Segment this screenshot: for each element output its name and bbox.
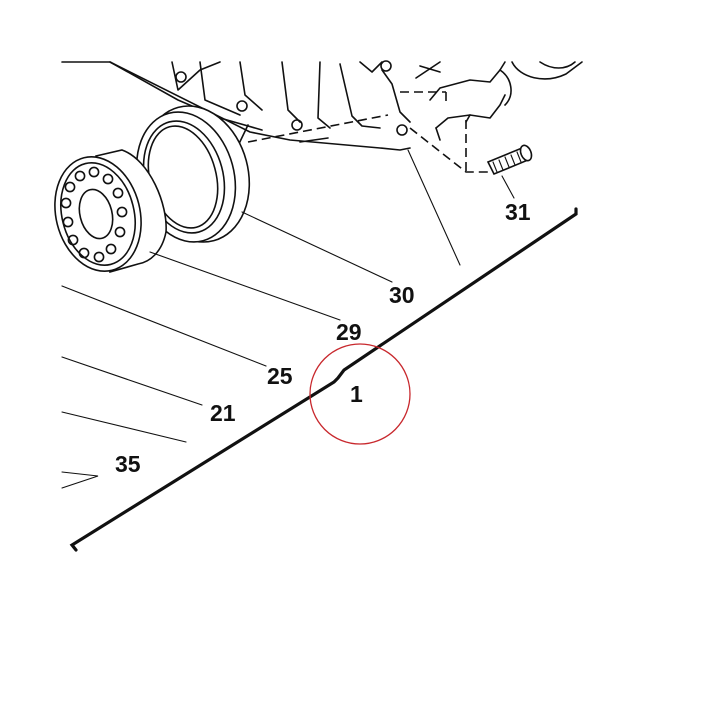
leader-unlabeled — [61, 411, 187, 443]
bolt-31 — [486, 144, 533, 199]
roller-bearing-29 — [54, 149, 341, 321]
leader-35-arrow — [61, 471, 99, 489]
callout-1: 1 — [350, 381, 363, 407]
housing-casting — [61, 60, 583, 266]
highlight-ring — [309, 343, 411, 445]
callout-30: 30 — [389, 282, 415, 308]
leader-21 — [61, 356, 203, 406]
callout-21: 21 — [210, 400, 236, 426]
main-edge — [69, 207, 578, 552]
callout-25: 25 — [267, 363, 293, 389]
leader-25 — [61, 285, 267, 367]
callout-35: 35 — [115, 451, 141, 477]
callout-31: 31 — [505, 199, 531, 225]
callout-29: 29 — [336, 319, 362, 345]
